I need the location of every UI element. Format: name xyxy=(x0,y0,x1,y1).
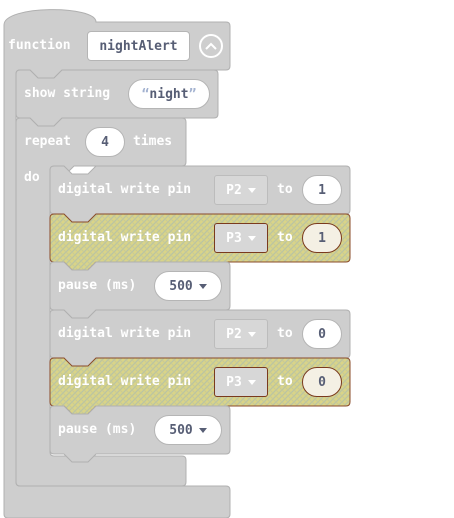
dropdown-arrow-icon xyxy=(247,235,256,241)
show-string-input[interactable]: “night” xyxy=(128,79,210,109)
function-name-field[interactable]: nightAlert xyxy=(87,31,190,61)
to-label: to xyxy=(277,230,293,245)
pin-value: P2 xyxy=(226,326,242,342)
pause-duration-dropdown[interactable]: 500 xyxy=(154,415,222,445)
chevron-up-icon xyxy=(205,42,217,50)
value-text: 1 xyxy=(318,182,326,198)
function-keyword: function xyxy=(8,38,71,53)
pin-value: P3 xyxy=(226,230,242,246)
value-text: 0 xyxy=(318,374,326,390)
digital-write-label: digital write pin xyxy=(58,182,192,197)
to-label: to xyxy=(277,326,293,341)
digital-write-label: digital write pin xyxy=(58,230,192,245)
value-input[interactable]: 1 xyxy=(302,223,342,253)
repeat-do-label: do xyxy=(24,170,40,185)
to-label: to xyxy=(277,374,293,389)
statement-highlighted-shape[interactable] xyxy=(49,213,351,271)
pause-duration-value: 500 xyxy=(169,422,193,438)
pin-value: P3 xyxy=(226,374,242,390)
value-input[interactable]: 0 xyxy=(302,319,342,349)
repeat-count-input[interactable]: 4 xyxy=(85,127,125,157)
show-string-label: show string xyxy=(24,86,111,101)
statement-highlighted-shape[interactable] xyxy=(49,357,351,415)
dropdown-arrow-icon xyxy=(247,379,256,385)
show-string-value: night xyxy=(149,86,189,102)
pin-dropdown[interactable]: P2 xyxy=(214,175,268,205)
to-label: to xyxy=(277,182,293,197)
collapse-button[interactable] xyxy=(199,34,223,58)
repeat-label: repeat xyxy=(24,134,71,149)
dropdown-arrow-icon xyxy=(247,331,256,337)
pin-dropdown[interactable]: P2 xyxy=(214,319,268,349)
pause-label: pause (ms) xyxy=(58,422,137,437)
repeat-times-label: times xyxy=(133,134,173,149)
dropdown-arrow-icon xyxy=(198,283,207,289)
digital-write-label: digital write pin xyxy=(58,326,192,341)
dropdown-arrow-icon xyxy=(247,187,256,193)
value-text: 0 xyxy=(318,326,326,342)
function-name-text: nightAlert xyxy=(99,38,178,54)
close-quote-icon: ” xyxy=(188,86,197,102)
pause-duration-value: 500 xyxy=(169,278,193,294)
open-quote-icon: “ xyxy=(141,86,150,102)
pin-dropdown[interactable]: P3 xyxy=(214,367,268,397)
pause-duration-dropdown[interactable]: 500 xyxy=(154,271,222,301)
dropdown-arrow-icon xyxy=(198,427,207,433)
repeat-count-value: 4 xyxy=(101,134,109,150)
value-text: 1 xyxy=(318,230,326,246)
value-input[interactable]: 0 xyxy=(302,367,342,397)
digital-write-label: digital write pin xyxy=(58,374,192,389)
pin-value: P2 xyxy=(226,182,242,198)
pause-label: pause (ms) xyxy=(58,278,137,293)
pin-dropdown[interactable]: P3 xyxy=(214,223,268,253)
value-input[interactable]: 1 xyxy=(302,175,342,205)
